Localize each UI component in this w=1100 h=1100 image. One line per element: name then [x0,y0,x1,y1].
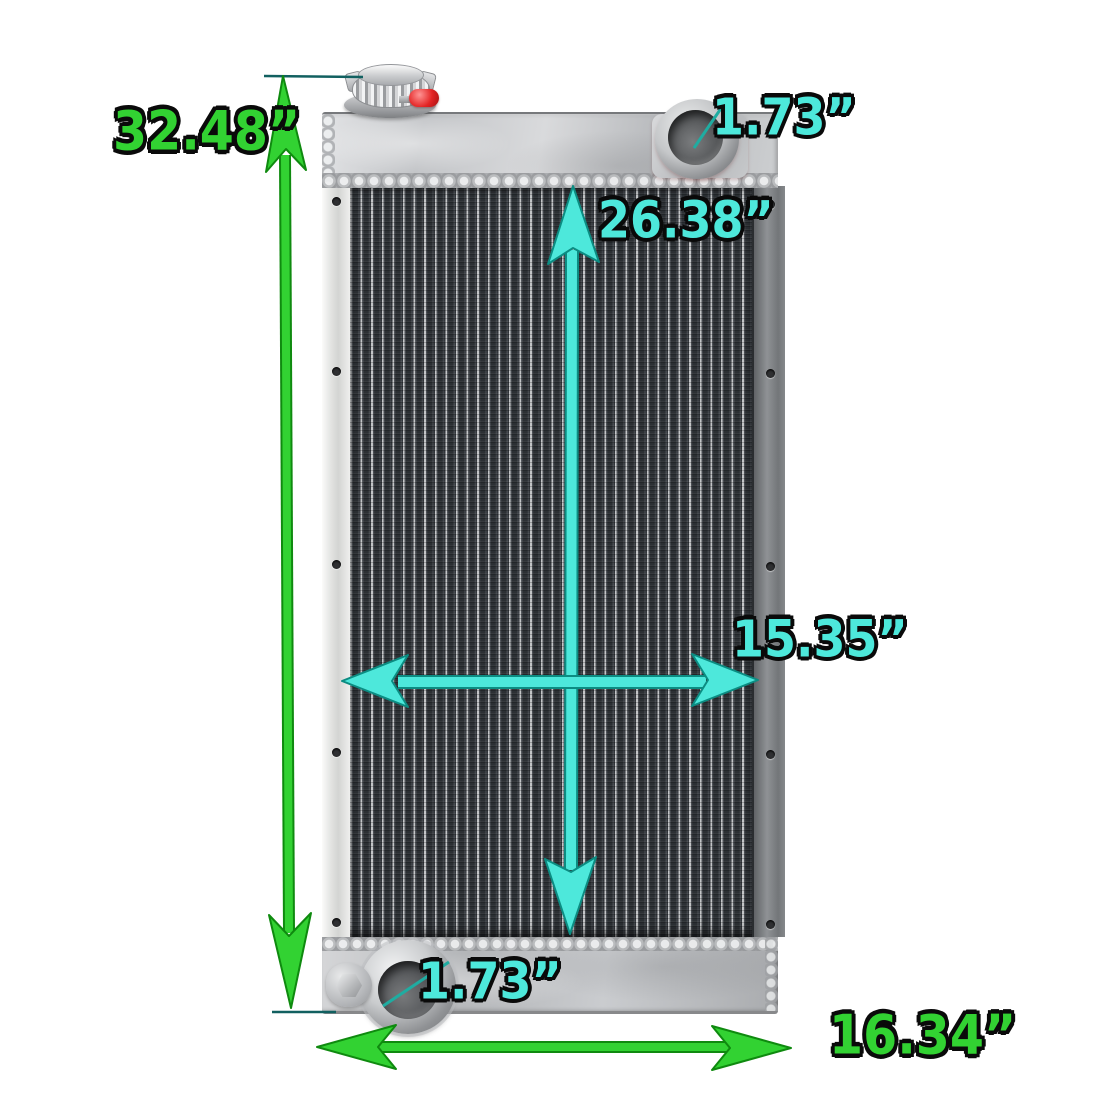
rivet-hole [332,197,341,206]
overall-height-arrow [265,75,312,1009]
radiator-cap-top [358,64,424,86]
dim-label-core-width: 15.35” [732,609,908,669]
left-mounting-bracket [322,185,352,937]
right-mounting-bracket [752,186,785,937]
rivet-hole [332,560,341,569]
bleed-valve-red-cap [409,89,439,107]
dim-label-overall-width: 16.34” [829,1004,1017,1067]
weld-seam [765,937,778,1011]
radiator-core [350,185,752,937]
drain-plug-bolt [336,974,362,997]
dim-label-overall-height: 32.48” [113,100,301,163]
rivet-hole [766,920,775,929]
rivet-hole [332,918,341,927]
weld-seam [322,114,335,188]
rivet-hole [332,367,341,376]
bleed-valve-stem [399,96,411,103]
rivet-hole [766,200,775,209]
rivet-hole [766,562,775,571]
dim-label-outlet-port: 1.73” [418,951,562,1011]
rivet-hole [766,750,775,759]
rivet-hole [332,748,341,757]
overall-width-arrow [316,1024,792,1071]
dim-label-core-height: 26.38” [598,190,774,250]
weld-seam [322,937,778,951]
dim-label-inlet-port: 1.73” [712,87,856,147]
rivet-hole [766,369,775,378]
